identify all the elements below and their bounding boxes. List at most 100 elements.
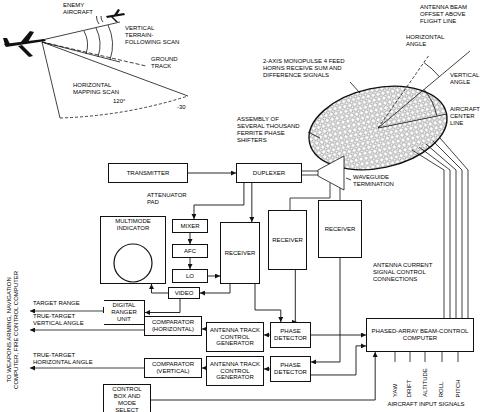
callout-label: AIRCRAFT INPUT SIGNALS xyxy=(386,401,465,408)
callout-label: TRUE-TARGET VERTICAL ANGLE xyxy=(32,313,104,327)
process-box: CONTROL BOX AND MODE SELECT xyxy=(103,384,151,412)
illustration-part xyxy=(30,330,144,331)
illustration-part xyxy=(412,150,444,318)
callout-label: VERTICAL ANGLE xyxy=(449,72,485,86)
process-box: ANTENNA TRACK CONTROL GENERATOR xyxy=(206,356,264,386)
process-box: LO xyxy=(172,269,208,283)
signal-connector xyxy=(251,183,252,222)
process-box: MIXER xyxy=(172,219,208,233)
signal-connector xyxy=(145,299,180,313)
illustration-part xyxy=(308,132,320,138)
signal-connector xyxy=(295,270,296,322)
illustration-part xyxy=(42,22,120,40)
callout-label: ANTENNA CURRENT SIGNAL CONTROL CONNECTIO… xyxy=(372,262,440,283)
callout-label: 2-AXIS MONOPULSE 4 FEED HORNS RECEIVE SU… xyxy=(262,58,368,79)
box-label: ANTENNA TRACK CONTROL GENERATOR xyxy=(207,360,263,383)
illustration-part xyxy=(346,178,351,180)
signal-connector xyxy=(255,284,281,322)
box-label: TRANSMITTER xyxy=(125,169,172,178)
signal-name: ROLL xyxy=(439,380,446,398)
box-label: AFC xyxy=(182,247,198,256)
callout-label: ANTENNA BEAM OFFSET ABOVE FLIGHT LINE xyxy=(419,4,485,25)
callout-label: WAVEGUIDE TERMINATION xyxy=(352,174,404,188)
callout-label: VERTICAL TERRAIN-FOLLOWING SCAN xyxy=(124,25,184,46)
scan-scene xyxy=(42,10,188,118)
box-label: LO xyxy=(184,272,196,281)
illustration-part xyxy=(42,42,120,62)
illustration-part xyxy=(108,25,113,60)
process-box: DIGITAL RANGER UNIT xyxy=(103,300,145,325)
illustration-part xyxy=(42,42,60,118)
signal-connector xyxy=(208,276,220,277)
callout-label: AIRCRAFT CENTER LINE xyxy=(449,106,485,127)
illustration-part xyxy=(350,82,360,93)
signal-connector xyxy=(188,173,236,174)
process-box: DUPLEXER xyxy=(236,163,302,183)
box-label: PHASE DETECTOR xyxy=(271,361,310,377)
callout-label: HORIZONTAL ANGLE xyxy=(405,34,449,48)
illustration-part xyxy=(424,89,437,115)
box-label: CONTROL BOX AND MODE SELECT xyxy=(104,385,150,412)
signal-connector xyxy=(194,183,244,219)
illustration-part xyxy=(3,38,10,45)
box-label: RECEIVER xyxy=(223,249,258,258)
callout-label: TO WEAPONS ARMING, NAVIGATION COMPUTER, … xyxy=(6,259,20,401)
illustration-part xyxy=(302,171,318,175)
illustration-part xyxy=(395,352,458,362)
illustration-part xyxy=(18,45,33,57)
process-box: VIDEO xyxy=(168,287,200,299)
callout-label: 120° xyxy=(112,98,126,105)
process-box: PHASE DETECTOR xyxy=(270,356,311,382)
box-label: VIDEO xyxy=(173,289,196,298)
process-box: RECEIVER xyxy=(220,222,260,284)
box-label: RECEIVER xyxy=(270,236,305,245)
process-box: TRANSMITTER xyxy=(108,163,188,183)
process-box: AFC xyxy=(172,244,208,258)
box-label: DUPLEXER xyxy=(251,169,287,178)
process-box: RECEIVER xyxy=(318,200,362,258)
signal-name: ALTITUDE xyxy=(422,367,429,398)
illustration-part xyxy=(318,156,344,190)
signal-connector xyxy=(190,233,191,244)
box-label: COMPARATOR (HORIZONTAL) xyxy=(145,318,201,334)
box-label: MULTIMODE INDICATOR xyxy=(101,217,165,233)
illustration-part xyxy=(340,188,341,200)
box-label: DIGITAL RANGER UNIT xyxy=(104,301,144,324)
signal-name: YAW xyxy=(392,383,399,398)
signal-name: PITCH xyxy=(455,378,462,398)
illustration-part xyxy=(96,28,100,57)
box-label: ANTENNA TRACK CONTROL GENERATOR xyxy=(207,326,263,349)
illustration-part xyxy=(424,63,439,77)
illustration-part xyxy=(60,96,188,118)
indicator-box: MULTIMODE INDICATOR xyxy=(100,216,166,284)
callout-label: ASSEMBLY OF SEVERAL THOUSAND FERRITE PHA… xyxy=(236,116,308,144)
illustration-part xyxy=(42,42,188,96)
illustration-part xyxy=(426,144,456,318)
signal-connector xyxy=(311,258,340,362)
signal-name: DRIFT xyxy=(407,378,414,398)
process-box: COMPARATOR (VERTICAL) xyxy=(144,358,202,378)
process-box: RECEIVER xyxy=(268,210,307,270)
callout-label: TARGET RANGE xyxy=(32,300,104,307)
box-label: PHASE DETECTOR xyxy=(271,327,310,343)
process-box: ANTENNA TRACK CONTROL GENERATOR xyxy=(206,322,264,352)
illustration-part xyxy=(378,114,447,128)
callout-label: ENEMY AIRCRAFT xyxy=(62,2,104,16)
illustration-part xyxy=(378,54,430,128)
callout-label: TRUE-TARGET HORIZONTAL ANGLE xyxy=(32,352,104,366)
phased-array-antenna xyxy=(290,51,470,318)
callout-label: GROUND TRACK xyxy=(150,56,188,70)
signal-connector xyxy=(200,284,230,293)
box-label: MIXER xyxy=(178,222,201,231)
callout-label: HORIZONTAL MAPPING SCAN xyxy=(72,82,120,96)
box-label: COMPARATOR (VERTICAL) xyxy=(145,360,201,376)
signal-connector xyxy=(190,258,191,269)
callout-label: -30 xyxy=(176,104,187,111)
illustration-part xyxy=(111,17,118,22)
illustration-part xyxy=(114,9,120,15)
computer-box: PHASED-ARRAY BEAM-CONTROL COMPUTER xyxy=(366,318,474,352)
scope-screen xyxy=(114,244,152,282)
illustration-part xyxy=(440,138,468,318)
aircraft-symbol xyxy=(3,9,125,57)
